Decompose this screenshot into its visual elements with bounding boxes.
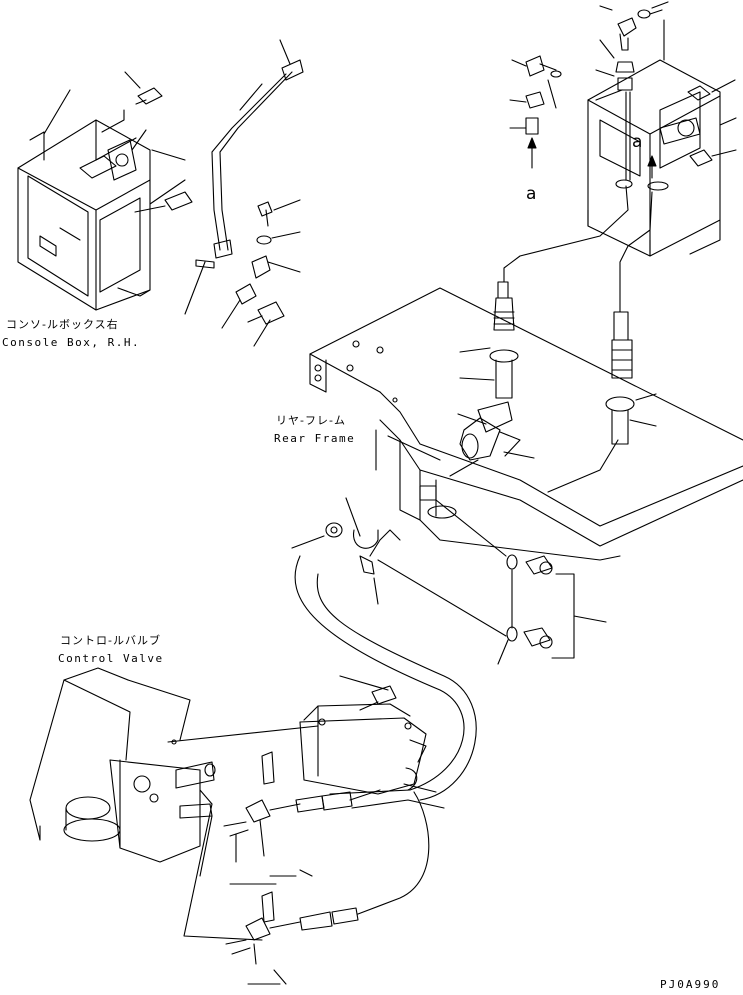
plug-left — [509, 117, 539, 135]
bolt-3 — [247, 301, 285, 347]
rear-frame-label-jp: リヤ-フレ-ム — [276, 414, 346, 427]
rod-end-2 — [225, 791, 430, 965]
elbow-left — [511, 55, 557, 77]
frame-washer — [291, 522, 343, 549]
nut-upper — [687, 79, 736, 101]
console-box-label-jp: コンソ-ルボックス右 — [6, 318, 119, 331]
drawing-code: PJ0A990 — [660, 978, 721, 991]
cable-bracket — [587, 59, 721, 257]
valve-bracket — [299, 703, 427, 795]
cable-run — [294, 529, 507, 801]
view-callout-right: a — [632, 132, 643, 152]
washer-top — [637, 9, 663, 19]
elbow-fitting — [599, 5, 637, 51]
nut-stack — [595, 1, 669, 101]
washer-1 — [256, 231, 301, 245]
nut-lower — [689, 149, 737, 167]
frame-elbow — [449, 401, 535, 477]
bolt-right-2 — [523, 627, 553, 649]
view-callout-left: a — [526, 184, 537, 204]
view-arrow-right — [647, 155, 657, 179]
frame-clamp — [345, 497, 379, 549]
bolt-1 — [135, 87, 163, 105]
clip-1 — [251, 255, 301, 279]
control-valve-label-jp: コントロ-ルバルブ — [60, 634, 161, 647]
rod-end-1 — [223, 751, 353, 863]
nut-left — [509, 91, 545, 109]
clip-2 — [221, 283, 257, 329]
push-pull-cable-2 — [547, 191, 657, 493]
cable-end-1 — [497, 554, 518, 665]
washer-left — [547, 70, 562, 109]
control-valve-label-en: Control Valve — [58, 652, 164, 665]
valve-bolt — [339, 675, 397, 711]
console-box-assembly — [17, 119, 151, 311]
bolt-right-1 — [525, 555, 607, 659]
control-valve — [29, 667, 319, 863]
bracket-tab — [419, 485, 437, 501]
console-box-label-en: Console Box, R.H. — [2, 336, 141, 349]
shift-lever — [211, 39, 304, 259]
view-arrow-left — [527, 137, 537, 169]
rear-frame-label-en: Rear Frame — [274, 432, 356, 445]
leader — [124, 71, 141, 89]
pin — [184, 259, 215, 315]
screw-1 — [257, 199, 301, 227]
bolt-2 — [134, 179, 193, 213]
rear-frame — [309, 287, 743, 561]
push-pull-cable-1 — [459, 185, 629, 399]
